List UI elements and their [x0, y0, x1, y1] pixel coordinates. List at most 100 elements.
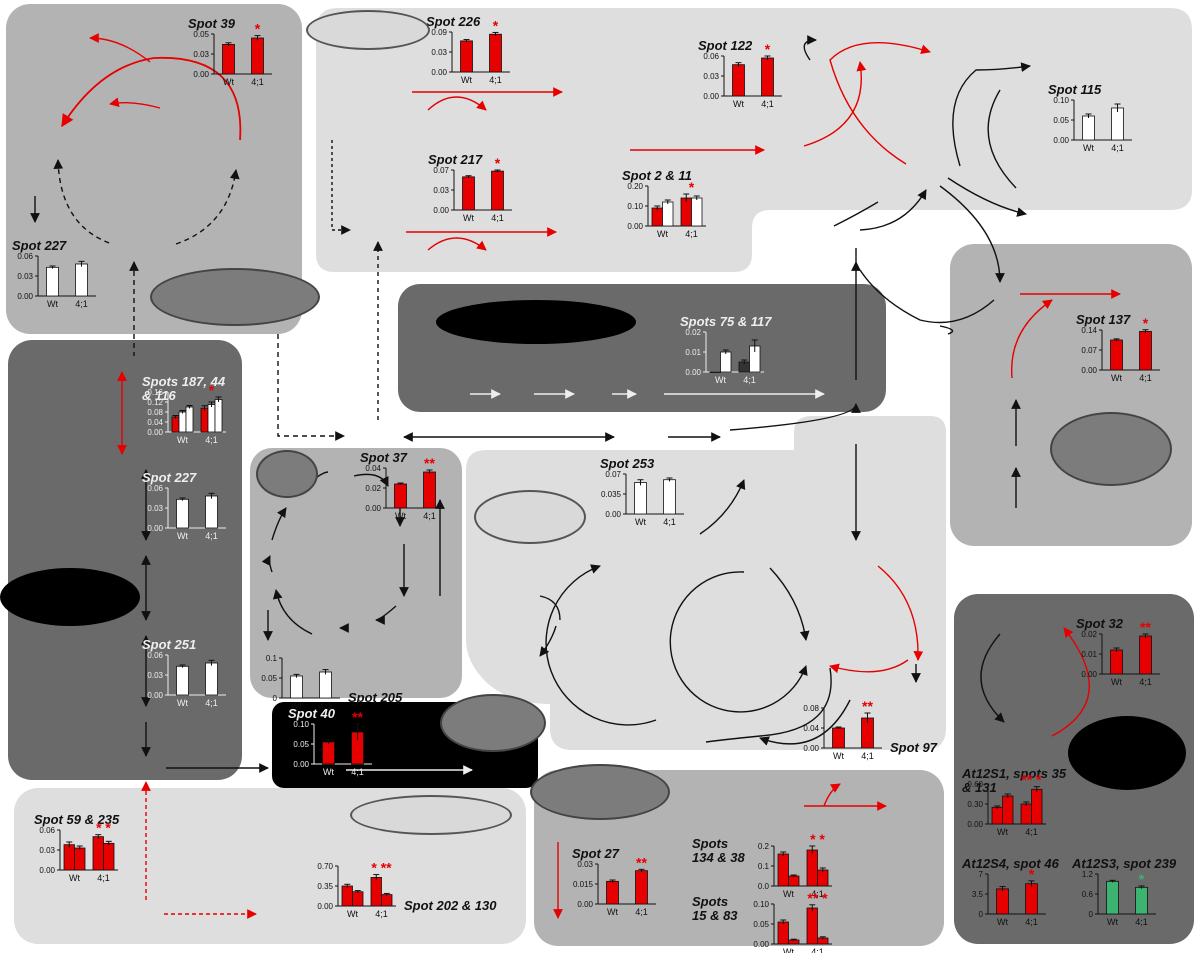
bar [394, 483, 407, 509]
x-tick-label: Wt [657, 229, 668, 239]
bar [319, 671, 332, 699]
x-tick-label: 4;1 [1111, 143, 1124, 153]
bar [761, 57, 774, 97]
bar [489, 33, 502, 73]
y-tick-label: 0.05 [753, 920, 769, 929]
bar [635, 870, 648, 905]
y-tick-label: 0.14 [1081, 326, 1097, 335]
chart-title: Spot 137 [1076, 312, 1131, 327]
y-tick-label: 0.01 [685, 348, 701, 357]
significance-star: ** [424, 455, 435, 471]
chart-title: Spot 253 [600, 456, 655, 471]
bar [205, 495, 218, 529]
y-tick-label: 0.00 [703, 92, 719, 101]
significance-star: ** [352, 709, 363, 725]
significance-star: * [1029, 866, 1035, 882]
bar [651, 207, 663, 227]
x-tick-label: Wt [69, 873, 80, 883]
x-tick-label: Wt [783, 947, 794, 953]
section-title-p8 [440, 694, 546, 752]
y-tick-label: 0.015 [573, 880, 594, 889]
y-tick-label: 0.00 [317, 902, 333, 911]
y-tick-label: 0.04 [147, 418, 163, 427]
significance-star: * [689, 179, 695, 195]
chart-title: Spot 40 [288, 706, 336, 721]
x-tick-label: Wt [347, 909, 358, 919]
panel-methionine [466, 416, 946, 750]
significance-star: ** [1140, 619, 1151, 635]
y-tick-label: 0.00 [39, 866, 55, 875]
bar [176, 665, 189, 696]
chart-title: Spot 227 [142, 470, 197, 485]
chart-title: Spot 39 [188, 16, 236, 31]
bar [75, 263, 88, 297]
y-tick-label: 0.00 [967, 820, 983, 829]
y-tick-label: 0.00 [627, 222, 643, 231]
bar [176, 498, 189, 529]
y-tick-label: 0.05 [193, 30, 209, 39]
chart-title: At12S4, spot 46 [961, 856, 1060, 871]
x-tick-label: Wt [1111, 677, 1122, 687]
y-tick-label: 0.03 [147, 671, 163, 680]
significance-star: * [209, 382, 215, 398]
bar [1082, 115, 1095, 141]
section-title-p6 [474, 490, 586, 544]
bar [1020, 803, 1032, 825]
x-tick-label: 4;1 [423, 511, 436, 521]
significance-star: ** [636, 854, 647, 870]
y-tick-label: 0.20 [627, 182, 643, 191]
x-tick-label: Wt [177, 698, 188, 708]
panel-nitrate [950, 244, 1192, 546]
bar [996, 888, 1009, 915]
bar [74, 847, 86, 871]
y-tick-label: 0.1 [266, 654, 278, 663]
y-tick-label: 0.00 [577, 900, 593, 909]
bar [462, 176, 475, 211]
y-tick-label: 0.00 [147, 428, 163, 437]
y-tick-label: 0.04 [803, 724, 819, 733]
section-title-p5 [256, 450, 318, 498]
panel-tca [250, 448, 462, 698]
y-tick-label: 0.10 [293, 720, 309, 729]
bar [806, 907, 818, 945]
chart-title: Spots 187, 44 [142, 374, 226, 389]
y-tick-label: 0.0 [758, 882, 770, 891]
bar [634, 482, 647, 515]
x-tick-label: 4;1 [1139, 677, 1152, 687]
bar [1031, 788, 1043, 825]
significance-star: * [495, 155, 501, 171]
y-tick-label: 0.00 [753, 940, 769, 949]
x-tick-label: Wt [783, 889, 794, 899]
significance-star: * ** [371, 860, 392, 876]
x-tick-label: Wt [997, 827, 1008, 837]
chart-title: Spot 227 [12, 238, 67, 253]
bar [662, 201, 674, 227]
y-tick-label: 0.00 [293, 760, 309, 769]
significance-star: * * [96, 820, 111, 836]
bar [214, 399, 223, 433]
x-tick-label: 4;1 [75, 299, 88, 309]
y-tick-label: 0.12 [147, 398, 163, 407]
y-tick-label: 0.00 [147, 524, 163, 533]
y-tick-label: 0.03 [193, 50, 209, 59]
bar [1110, 649, 1123, 675]
section-title-p4 [1050, 412, 1172, 486]
bar [207, 404, 216, 433]
bar [606, 880, 619, 905]
x-tick-label: 4;1 [635, 907, 648, 917]
bar [1106, 880, 1119, 915]
y-tick-label: 0.10 [1053, 96, 1069, 105]
bar [1002, 795, 1014, 825]
significance-star: * [765, 41, 771, 57]
y-tick-label: 0.05 [293, 740, 309, 749]
x-tick-label: 4;1 [1025, 917, 1038, 927]
x-tick-label: Wt [177, 435, 188, 445]
y-tick-label: 0.07 [605, 470, 621, 479]
